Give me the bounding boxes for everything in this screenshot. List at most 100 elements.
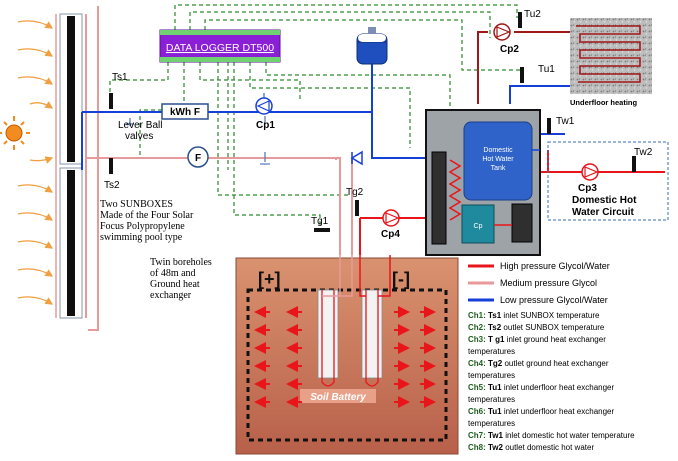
pump-cp1-label: Cp1 — [256, 120, 275, 131]
sunbox-line4: swimming pool type — [100, 232, 183, 243]
heat-flow-arrows — [254, 306, 436, 408]
legend-label: High pressure Glycol/Water — [500, 261, 610, 271]
sensor-ts1-label: Ts1 — [112, 72, 128, 83]
boreholes-description: Twin boreholes of 48m and Ground heat ex… — [150, 257, 212, 301]
sensor-tu2-label: Tu2 — [524, 9, 541, 20]
sunbox-description: Two SUNBOXES Made of the Four Solar Focu… — [100, 199, 194, 243]
dhw-label-line1: Domestic Hot — [572, 195, 637, 206]
sensor-tg1-label: Tg1 — [311, 216, 329, 227]
sunbox-line1: Two SUNBOXES — [100, 199, 173, 210]
soil-plus-label: [+] — [258, 269, 281, 289]
pump-cp3-label: Cp3 — [578, 183, 597, 194]
ball-valve-icon — [126, 116, 270, 165]
sensor-tg2-label: Tg2 — [346, 187, 364, 198]
channel-description: outlet SUNBOX temperature — [503, 323, 604, 332]
channel-id: Ch8: — [468, 443, 488, 452]
sensor-tu1-label: Tu1 — [538, 64, 555, 75]
channel-sensor: Tu1 — [488, 407, 504, 416]
tank-label-line3: Tank — [491, 165, 506, 172]
channel-sensor: T g1 — [488, 335, 507, 344]
pump-icon — [493, 23, 511, 41]
lever-valves-label-line1: Lever Ball — [118, 120, 162, 131]
boreholes-line2: of 48m and — [150, 268, 196, 279]
tank-label-line2: Hot Water — [482, 156, 514, 163]
pump-icon — [382, 209, 400, 227]
solar-radiation-arrows — [17, 20, 54, 305]
flow-meter-label: F — [195, 153, 201, 164]
pump-icon — [255, 93, 273, 115]
boreholes-line3: Ground heat — [150, 279, 200, 290]
channel-id: Ch6: — [468, 407, 488, 416]
soil-minus-label: [-] — [392, 269, 410, 289]
pump-icon — [581, 163, 599, 181]
channel-description: inlet SUNBOX temperature — [503, 311, 600, 320]
channel-description: outlet domestic hot water — [505, 443, 594, 452]
legend-label: Medium pressure Glycol — [500, 278, 597, 288]
dhw-label-line2: Water Circuit — [572, 207, 635, 218]
channel-description: inlet underfloor heat exchanger — [504, 407, 615, 416]
channel-description: inlet domestic hot water temperature — [505, 431, 635, 440]
channel-description-cont: temperatures — [468, 395, 515, 404]
legend-label: Low pressure Glycol/Water — [500, 295, 608, 305]
check-valve-icon — [350, 150, 363, 166]
kwh-meter: kWh F — [161, 103, 209, 120]
channel-sensor: Tw2 — [488, 443, 505, 452]
hot-water-tank-unit: Domestic Hot Water Tank Cp — [425, 109, 541, 256]
sensor-tw2-label: Tw2 — [634, 147, 653, 158]
channel-id: Ch1: — [468, 311, 488, 320]
channel-sensor: Tw1 — [488, 431, 505, 440]
pipes-medium-pressure — [86, 6, 353, 331]
tank-label-line1: Domestic — [483, 147, 513, 154]
channel-id: Ch4: — [468, 359, 488, 368]
channel-id: Ch5: — [468, 383, 488, 392]
expansion-vessel-icon — [356, 27, 388, 65]
temperature-sensor-icon — [109, 12, 636, 232]
channel-description: outlet ground heat exchanger — [504, 359, 608, 368]
sensor-ts2-label: Ts2 — [104, 180, 120, 191]
channel-sensor: Tu1 — [488, 383, 504, 392]
channel-sensor: Ts1 — [488, 311, 503, 320]
boreholes-line4: exchanger — [150, 290, 192, 301]
channel-description-cont: temperatures — [468, 347, 515, 356]
control-wires — [109, 4, 522, 228]
dhw-circuit-box: Domestic Hot Water Circuit — [547, 141, 669, 221]
cp-box-label: Cp — [474, 223, 483, 230]
channel-id: Ch3: — [468, 335, 488, 344]
channel-id: Ch7: — [468, 431, 488, 440]
lever-valves-label-line2: valves — [125, 131, 153, 142]
boreholes-line1: Twin boreholes — [150, 257, 212, 268]
sun-icon — [0, 116, 30, 150]
flow-meter-icon: F — [187, 146, 209, 168]
channel-entry: Ch1: Ts1 inlet SUNBOX temperature — [468, 311, 600, 320]
soil-battery-label: Soil Battery — [310, 392, 366, 403]
channel-description: inlet underfloor heat exchanger — [504, 383, 615, 392]
channel-entry: Ch2: Ts2 outlet SUNBOX temperature — [468, 323, 605, 332]
channel-sensor: Ts2 — [488, 323, 503, 332]
channel-description-cont: temperatures — [468, 371, 515, 380]
underfloor-heating: Underfloor heating — [570, 18, 652, 107]
channel-entry: Ch4: Tg2 outlet ground heat exchanger — [468, 359, 609, 368]
heating-coil-icon — [448, 159, 462, 221]
soil-battery: [+] [-] Soil Battery — [235, 255, 459, 455]
channel-entry: Ch3: T g1 inlet ground heat exchanger — [468, 335, 606, 344]
data-logger-label: DATA LOGGER DT500 — [166, 42, 274, 54]
sunbox-line2: Made of the Four Solar — [100, 210, 194, 221]
channel-description-cont: temperatures — [468, 419, 515, 428]
channel-sensor: Tg2 — [488, 359, 504, 368]
channel-entry: Ch6: Tu1 inlet underfloor heat exchanger — [468, 407, 614, 416]
pipes-underfloor-supply — [477, 31, 570, 104]
channel-entry: Ch7: Tw1 inlet domestic hot water temper… — [468, 431, 635, 440]
pump-cp4-label: Cp4 — [381, 229, 400, 240]
channel-entry: Ch8: Tw2 outlet domestic hot water — [468, 443, 594, 452]
channel-entry: Ch5: Tu1 inlet underfloor heat exchanger — [468, 383, 614, 392]
pump-cp2-label: Cp2 — [500, 44, 519, 55]
sunbox-panels — [55, 13, 87, 319]
channel-id: Ch2: — [468, 323, 488, 332]
sensor-tw1-label: Tw1 — [556, 116, 575, 127]
sunbox-line3: Focus Polypropylene — [100, 221, 185, 232]
data-logger: DATA LOGGER DT500 — [159, 29, 281, 63]
